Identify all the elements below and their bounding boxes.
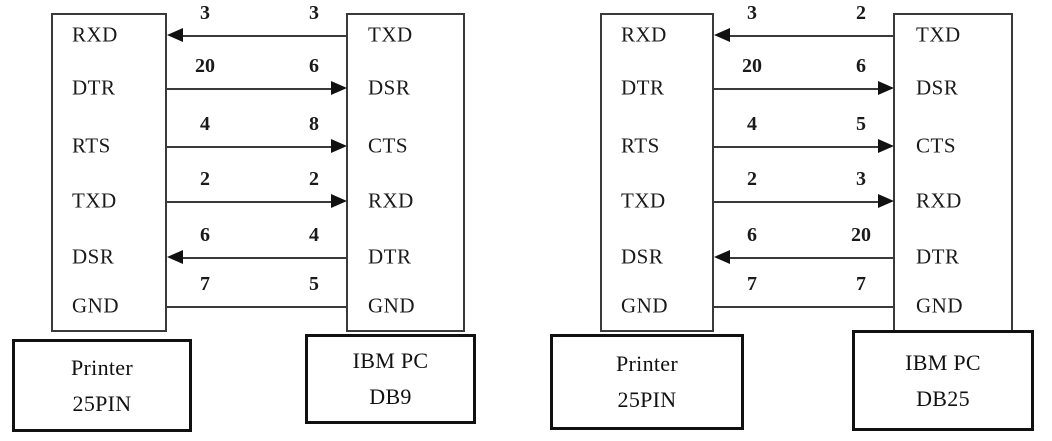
signal-label-right-db25-0: TXD: [916, 22, 961, 47]
wire-db25-5: [714, 306, 893, 308]
pin-number-left-db9-1: 20: [195, 55, 215, 77]
pin-number-right-db9-0: 3: [309, 2, 319, 24]
pin-number-left-db9-3: 2: [200, 168, 210, 190]
pin-number-left-db9-5: 7: [200, 273, 210, 295]
pin-number-right-db25-1: 6: [856, 55, 866, 77]
arrow-left-db25-0: [714, 28, 730, 42]
signal-label-right-db9-4: DTR: [368, 244, 412, 269]
pin-number-left-db25-1: 20: [742, 55, 762, 77]
arrow-right-db25-3: [878, 194, 894, 208]
pin-number-left-db25-3: 2: [747, 168, 757, 190]
caption-line: IBM PC: [352, 348, 429, 373]
signal-label-left-db9-4: DSR: [72, 244, 115, 269]
caption-line: Printer: [71, 354, 133, 380]
arrow-left-db9-0: [167, 28, 183, 42]
signal-label-right-db25-4: DTR: [916, 244, 960, 269]
arrow-left-db9-4: [167, 250, 183, 264]
signal-label-left-db25-2: RTS: [621, 133, 660, 158]
arrow-right-db9-3: [331, 194, 347, 208]
signal-label-left-db9-1: DTR: [72, 75, 116, 100]
right-port-box-db9: [346, 13, 465, 332]
pin-number-right-db9-2: 8: [309, 113, 319, 135]
arrow-left-db25-4: [714, 250, 730, 264]
signal-label-right-db9-0: TXD: [368, 22, 413, 47]
caption-line: IBM PC: [905, 349, 981, 375]
pin-number-left-db9-4: 6: [200, 224, 210, 246]
pin-number-right-db9-3: 2: [309, 168, 319, 190]
signal-label-left-db25-4: DSR: [621, 244, 664, 269]
caption-line: 25PIN: [72, 390, 132, 416]
wire-db25-2: [714, 146, 878, 148]
wire-db9-0: [182, 35, 346, 37]
wire-db9-5: [167, 306, 346, 308]
wire-db25-4: [729, 257, 893, 259]
signal-label-right-db25-2: CTS: [916, 133, 957, 158]
signal-label-right-db25-5: GND: [916, 293, 963, 318]
signal-label-left-db25-1: DTR: [621, 75, 665, 100]
signal-label-right-db25-3: RXD: [916, 188, 962, 213]
arrow-right-db9-1: [331, 81, 347, 95]
wire-db25-1: [714, 88, 878, 90]
signal-label-left-db9-2: RTS: [72, 133, 111, 158]
pin-number-right-db9-1: 6: [309, 55, 319, 77]
left-caption-box-db25: Printer 25PIN: [550, 334, 744, 430]
signal-label-left-db9-0: RXD: [72, 22, 118, 47]
signal-label-left-db25-5: GND: [621, 293, 668, 318]
signal-label-left-db9-3: TXD: [72, 188, 117, 213]
pin-number-right-db9-5: 5: [309, 273, 319, 295]
arrow-right-db9-2: [331, 139, 347, 153]
left-port-box-db25: [600, 13, 714, 332]
signal-label-left-db25-0: RXD: [621, 22, 667, 47]
pin-number-left-db25-0: 3: [747, 2, 757, 24]
arrow-right-db25-1: [878, 81, 894, 95]
right-port-box-db25: [893, 13, 1013, 332]
pin-number-right-db25-4: 20: [851, 224, 871, 246]
caption-line: DB25: [916, 385, 970, 411]
signal-label-left-db25-3: TXD: [621, 188, 666, 213]
pin-number-left-db25-4: 6: [747, 224, 757, 246]
wire-db25-3: [714, 201, 878, 203]
wire-db25-0: [729, 35, 893, 37]
signal-label-right-db9-5: GND: [368, 293, 415, 318]
pin-number-right-db25-3: 3: [856, 168, 866, 190]
pin-number-left-db25-2: 4: [747, 113, 757, 135]
signal-label-right-db9-2: CTS: [368, 133, 409, 158]
wire-db9-2: [167, 146, 331, 148]
caption-line: DB9: [369, 384, 412, 409]
signal-label-right-db9-1: DSR: [368, 75, 411, 100]
pin-number-left-db9-0: 3: [200, 2, 210, 24]
wire-db9-1: [167, 88, 331, 90]
left-port-box-db9: [51, 13, 167, 332]
pin-number-left-db25-5: 7: [747, 273, 757, 295]
pin-number-right-db25-2: 5: [856, 113, 866, 135]
signal-label-right-db25-1: DSR: [916, 75, 959, 100]
pin-number-right-db25-5: 7: [856, 273, 866, 295]
wire-db9-4: [182, 257, 346, 259]
left-caption-box-db9: Printer 25PIN: [12, 339, 192, 432]
caption-line: 25PIN: [617, 387, 677, 412]
signal-label-left-db9-5: GND: [72, 293, 119, 318]
signal-label-right-db9-3: RXD: [368, 188, 414, 213]
right-caption-box-db9: IBM PC DB9: [305, 334, 476, 424]
pin-number-right-db9-4: 4: [309, 224, 319, 246]
pin-number-left-db9-2: 4: [200, 113, 210, 135]
caption-line: Printer: [616, 351, 678, 376]
pin-number-right-db25-0: 2: [856, 2, 866, 24]
right-caption-box-db25: IBM PC DB25: [852, 330, 1034, 431]
arrow-right-db25-2: [878, 139, 894, 153]
wire-db9-3: [167, 201, 331, 203]
